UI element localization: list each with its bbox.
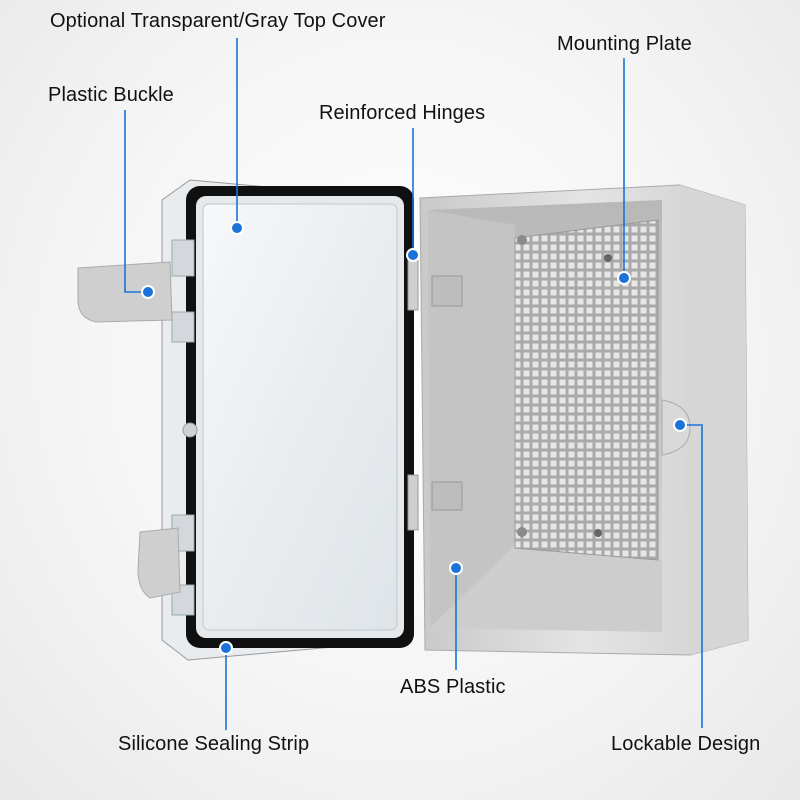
label-mounting-plate: Mounting Plate xyxy=(557,33,692,55)
mounting-plate xyxy=(514,219,659,561)
label-abs-plastic: ABS Plastic xyxy=(400,676,506,698)
label-plastic-buckle: Plastic Buckle xyxy=(48,84,174,106)
label-hinges: Reinforced Hinges xyxy=(319,102,486,124)
label-sealing-strip: Silicone Sealing Strip xyxy=(118,733,310,755)
enclosure-base xyxy=(419,184,749,656)
transparent-lid xyxy=(161,179,419,661)
buckle-bottom xyxy=(137,527,181,599)
callout-dots xyxy=(141,221,687,655)
label-top-cover: Optional Transparent/Gray Top Cover xyxy=(50,10,386,32)
label-lockable: Lockable Design xyxy=(611,733,761,755)
callout-lines xyxy=(124,38,703,730)
